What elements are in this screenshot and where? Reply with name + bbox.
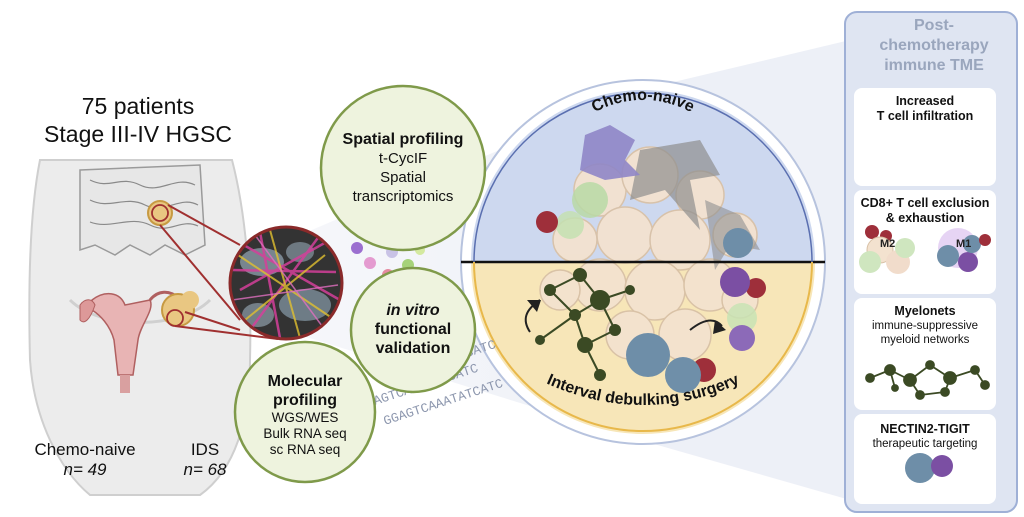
spatial-item: transcriptomics <box>352 188 454 205</box>
panel-title-line1: Post- <box>914 17 954 34</box>
green-cell-icon <box>572 182 608 218</box>
card-myelonets: Myelonets immune-suppressive myeloid net… <box>854 298 996 410</box>
spatial-item: Spatial <box>380 169 426 186</box>
m1-label: M1 <box>956 238 972 250</box>
card-sub-line1: immune-suppressive <box>871 320 979 332</box>
molecular-profiling-text: Molecular profiling WGS/WES Bulk RNA seq… <box>245 372 365 458</box>
group-n: n= 68 <box>183 460 227 479</box>
group-n: n= 49 <box>63 460 107 479</box>
panel-title-line2: chemotherapy <box>879 37 989 54</box>
spatial-item: t-CycIF <box>378 150 428 167</box>
cohort-title-line2: Stage III-IV HGSC <box>44 121 232 147</box>
molecular-item: WGS/WES <box>271 410 339 425</box>
cd8-exclusion-icon <box>859 225 991 274</box>
card-title-line2: T cell infiltration <box>876 109 974 123</box>
spatial-profiling-title: Spatial profiling <box>342 131 464 148</box>
card-nectin2-tigit: NECTIN2-TIGIT therapeutic targeting <box>854 414 996 504</box>
card-background <box>854 298 996 410</box>
in-vitro-line2: functional <box>374 321 452 338</box>
nectin2-tigit-icon <box>905 453 953 483</box>
card-title: Myelonets <box>894 304 956 318</box>
t-cell-icon <box>536 211 558 233</box>
card-sub-line2: myeloid networks <box>880 334 970 346</box>
cohort-title: 75 patients Stage III-IV HGSC <box>28 92 248 148</box>
molecular-title-line1: Molecular <box>267 373 343 390</box>
molecular-title-line2: profiling <box>273 392 337 409</box>
card-title-line1: Increased <box>895 94 955 108</box>
histology-image <box>228 225 344 341</box>
molecular-item: Bulk RNA seq <box>263 426 347 441</box>
intestine-icon <box>79 164 206 256</box>
blue-macrophage-icon <box>723 228 753 258</box>
spatial-profiling-bubble <box>319 84 487 252</box>
card-cd8-exclusion: CD8+ T cell exclusion & exhaustion M2 M1 <box>854 190 996 294</box>
chemo-naive-group: Chemo-naive n= 49 <box>20 440 150 480</box>
spatial-profiling-text: Spatial profiling t-CycIF Spatial transc… <box>330 130 476 206</box>
cohort-title-line1: 75 patients <box>81 93 195 119</box>
card-title: NECTIN2-TIGIT <box>880 422 970 436</box>
molecular-item: sc RNA seq <box>269 442 341 457</box>
myelonet-card-icon <box>865 360 990 400</box>
card-title-line1: CD8+ T cell exclusion <box>860 196 990 210</box>
fibroblast-icon <box>630 140 720 230</box>
macrophage-icon <box>580 125 640 180</box>
panel-title: Post- chemotherapy immune TME <box>852 16 1016 76</box>
card-t-cell-infiltration: Increased T cell infiltration <box>854 88 996 186</box>
molecular-profiling-bubble <box>233 340 377 484</box>
in-vitro-line3: validation <box>375 340 451 357</box>
in-vitro-bubble <box>349 266 477 394</box>
panel-title-line3: immune TME <box>884 57 984 74</box>
ids-group: IDS n= 68 <box>160 440 250 480</box>
group-label: IDS <box>190 440 220 459</box>
m2-label: M2 <box>880 238 896 250</box>
in-vitro-text: in vitro functional validation <box>360 301 466 358</box>
card-title-line2: & exhaustion <box>885 211 965 225</box>
myeloid-network-icon <box>535 268 635 381</box>
in-vitro-line1: in vitro <box>386 302 440 319</box>
card-sub: therapeutic targeting <box>872 438 978 450</box>
group-label: Chemo-naive <box>34 440 136 459</box>
